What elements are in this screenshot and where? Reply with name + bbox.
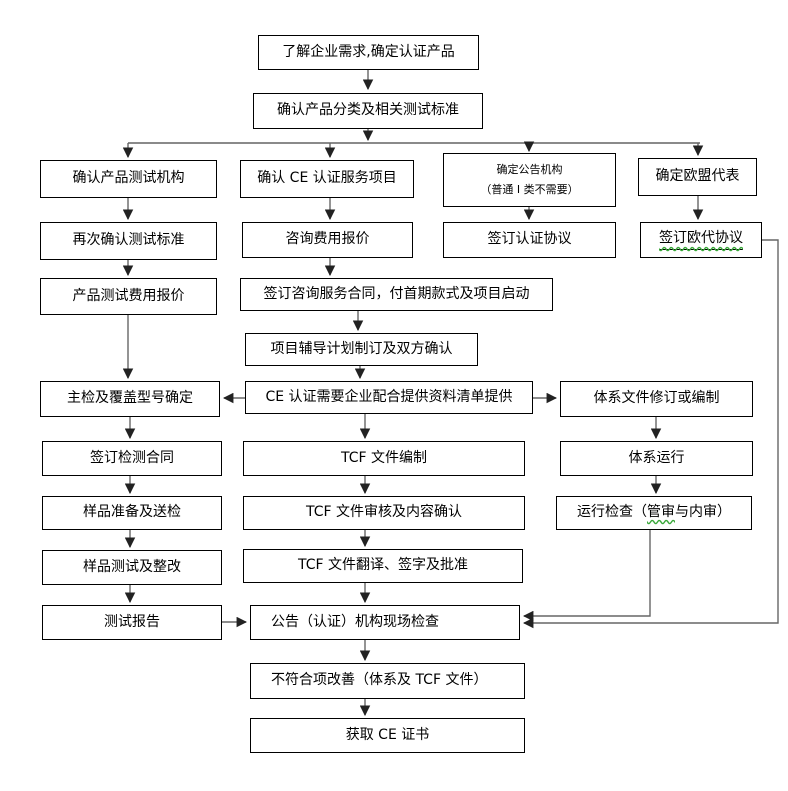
node-consult-quote-label: 咨询费用报价	[285, 231, 370, 248]
node-sys-docs-label: 体系文件修订或编制	[593, 390, 720, 407]
arrow-run-check-to-onsite	[522, 530, 651, 622]
node-sign-consult: 签订咨询服务合同，付首期款式及项目启动	[240, 278, 553, 311]
node-test-report: 测试报告	[42, 605, 222, 640]
node-test-quote-label: 产品测试费用报价	[72, 287, 185, 304]
node-sign-consult-label: 签订咨询服务合同，付首期款式及项目启动	[263, 285, 530, 302]
node-ce-materials: CE 认证需要企业配合提供资料清单提供	[245, 381, 533, 414]
node-plan: 项目辅导计划制订及双方确认	[245, 333, 478, 366]
node-notified-body-line1: 确定公告机构	[496, 163, 563, 177]
node-sample-prep: 样品准备及送检	[42, 496, 222, 530]
node-understand-needs: 了解企业需求,确定认证产品	[258, 35, 479, 70]
node-eu-rep: 确定欧盟代表	[638, 158, 757, 196]
node-eu-agreement: 签订欧代协议	[640, 222, 762, 258]
node-reconfirm-std-label: 再次确认测试标准	[72, 232, 185, 249]
node-cert-agreement-label: 签订认证协议	[487, 231, 572, 248]
node-test-contract: 签订检测合同	[42, 441, 222, 476]
node-test-org-label: 确认产品测试机构	[72, 170, 185, 187]
node-tcf-translate-label: TCF 文件翻译、签字及批准	[297, 557, 468, 574]
node-get-cert-label: 获取 CE 证书	[345, 726, 430, 743]
node-understand-needs-label: 了解企业需求,确定认证产品	[282, 43, 455, 60]
node-test-report-label: 测试报告	[104, 613, 160, 630]
arrow-eu-agreement-to-onsite	[522, 239, 779, 629]
node-tcf-prep-label: TCF 文件编制	[340, 449, 427, 466]
node-run-check-pre: 运行检查（	[577, 504, 647, 521]
node-sample-test: 样品测试及整改	[42, 550, 222, 585]
node-nonconform-label: 不符合项改善（体系及 TCF 文件）	[271, 672, 488, 689]
node-ce-service: 确认 CE 认证服务项目	[240, 160, 414, 198]
node-sys-run-label: 体系运行	[628, 449, 685, 466]
node-sys-run: 体系运行	[560, 441, 753, 476]
node-ce-materials-label: CE 认证需要企业配合提供资料清单提供	[265, 388, 513, 405]
node-master-model-label: 主检及覆盖型号确定	[67, 390, 193, 407]
node-sample-test-label: 样品测试及整改	[83, 558, 181, 575]
node-master-model: 主检及覆盖型号确定	[40, 381, 220, 417]
node-classify-label: 确认产品分类及相关测试标准	[277, 102, 459, 119]
node-tcf-translate: TCF 文件翻译、签字及批准	[243, 549, 523, 583]
node-consult-quote: 咨询费用报价	[242, 222, 413, 258]
node-classify: 确认产品分类及相关测试标准	[253, 93, 483, 129]
node-reconfirm-std: 再次确认测试标准	[40, 222, 217, 260]
node-cert-agreement: 签订认证协议	[443, 222, 616, 258]
node-tcf-prep: TCF 文件编制	[243, 441, 525, 476]
node-get-cert: 获取 CE 证书	[250, 718, 525, 753]
node-tcf-review: TCF 文件审核及内容确认	[243, 496, 525, 530]
node-notified-body: 确定公告机构 （普通 I 类不需要）	[443, 153, 616, 207]
node-test-contract-label: 签订检测合同	[90, 449, 174, 466]
node-run-check-post: 与内审）	[675, 504, 731, 521]
node-ce-service-label: 确认 CE 认证服务项目	[257, 170, 397, 187]
node-run-check-wavy: 管审	[647, 504, 675, 521]
node-nonconform: 不符合项改善（体系及 TCF 文件）	[250, 663, 525, 699]
node-eu-rep-label: 确定欧盟代表	[655, 168, 740, 185]
node-sys-docs: 体系文件修订或编制	[560, 381, 753, 417]
node-test-quote: 产品测试费用报价	[40, 278, 217, 315]
node-onsite-label: 公告（认证）机构现场检查	[271, 613, 439, 630]
node-eu-agreement-label: 签订欧代协议	[659, 230, 743, 250]
node-plan-label: 项目辅导计划制订及双方确认	[270, 340, 453, 357]
node-run-check: 运行检查（管审与内审）	[556, 496, 752, 530]
node-tcf-review-label: TCF 文件审核及内容确认	[305, 504, 462, 521]
node-sample-prep-label: 样品准备及送检	[83, 504, 181, 521]
node-notified-body-line2: （普通 I 类不需要）	[480, 183, 579, 196]
node-test-org: 确认产品测试机构	[40, 160, 217, 198]
node-onsite: 公告（认证）机构现场检查	[250, 605, 520, 640]
